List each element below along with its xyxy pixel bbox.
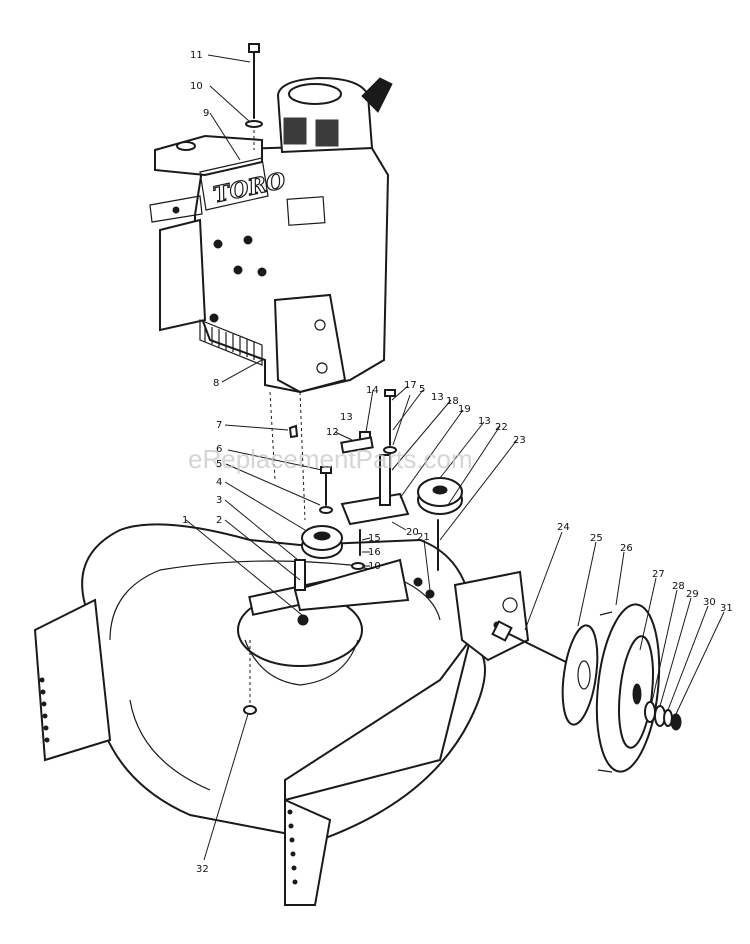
callout-10-spacer[interactable]: 10 [368, 561, 381, 572]
callout-1[interactable]: 1 [182, 515, 188, 526]
callout-6[interactable]: 6 [216, 444, 222, 455]
callout-18[interactable]: 18 [446, 396, 459, 407]
key-part[interactable] [288, 424, 299, 439]
callout-12[interactable]: 12 [326, 427, 339, 438]
callout-21[interactable]: 21 [417, 532, 430, 543]
engine-assembly[interactable]: TORO [149, 76, 393, 394]
watermark: eReplacementParts.com [188, 444, 473, 474]
callout-30[interactable]: 30 [703, 597, 716, 608]
callout-16[interactable]: 16 [368, 547, 381, 558]
idler-arm-bracket[interactable] [293, 454, 410, 612]
callout-5-left[interactable]: 5 [216, 459, 222, 470]
callout-29[interactable]: 29 [686, 589, 699, 600]
callout-28[interactable]: 28 [672, 581, 685, 592]
callout-2[interactable]: 2 [216, 515, 222, 526]
callout-13-right[interactable]: 13 [478, 416, 491, 427]
callout-7[interactable]: 7 [216, 420, 222, 431]
wheel-hub-cap[interactable] [557, 623, 603, 726]
drive-pulley[interactable] [301, 525, 343, 559]
callout-3[interactable]: 3 [216, 495, 222, 506]
callout-26[interactable]: 26 [620, 543, 633, 554]
callout-31[interactable]: 31 [720, 603, 733, 614]
callout-5-right[interactable]: 5 [419, 384, 425, 395]
callout-25[interactable]: 25 [590, 533, 603, 544]
callout-11[interactable]: 11 [190, 50, 203, 61]
callout-10-washer[interactable]: 10 [190, 81, 203, 92]
callout-15[interactable]: 15 [368, 533, 381, 544]
callout-4[interactable]: 4 [216, 477, 222, 488]
rear-wheel[interactable] [589, 601, 666, 774]
blade-bolt[interactable] [243, 640, 257, 715]
engine-mount-bolt[interactable] [245, 43, 263, 128]
callout-32[interactable]: 32 [196, 864, 209, 875]
callout-13-mid[interactable]: 13 [431, 392, 444, 403]
callout-14[interactable]: 14 [366, 385, 379, 396]
callout-13-left[interactable]: 13 [340, 412, 353, 423]
wheel-axle-bolt[interactable] [491, 620, 571, 665]
callout-22[interactable]: 22 [495, 422, 508, 433]
callout-labels: 11 10 9 8 7 6 5 4 3 2 1 17 5 14 13 13 18… [182, 50, 733, 875]
callout-leader-lines [185, 54, 725, 861]
callout-27[interactable]: 27 [652, 569, 665, 580]
callout-19[interactable]: 19 [458, 404, 471, 415]
callout-9[interactable]: 9 [203, 108, 209, 119]
callout-23[interactable]: 23 [513, 435, 526, 446]
alignment-lines [253, 130, 391, 521]
callout-24[interactable]: 24 [557, 522, 570, 533]
callout-20[interactable]: 20 [406, 527, 419, 538]
mower-deck[interactable] [33, 523, 530, 906]
callout-17[interactable]: 17 [404, 380, 417, 391]
callout-8[interactable]: 8 [213, 378, 219, 389]
idler-pulley[interactable] [417, 477, 463, 515]
hardware-bolts[interactable] [319, 389, 439, 599]
